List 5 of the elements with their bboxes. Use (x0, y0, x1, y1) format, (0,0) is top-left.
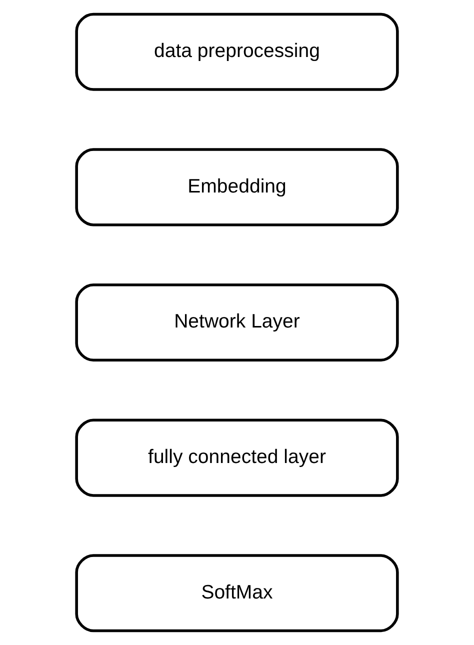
node-box: Embedding (75, 148, 399, 226)
node-box: Network Layer (75, 283, 399, 362)
node-box: data preprocessing (75, 12, 399, 91)
node-box: SoftMax (75, 554, 399, 632)
node-box: fully connected layer (75, 418, 399, 497)
